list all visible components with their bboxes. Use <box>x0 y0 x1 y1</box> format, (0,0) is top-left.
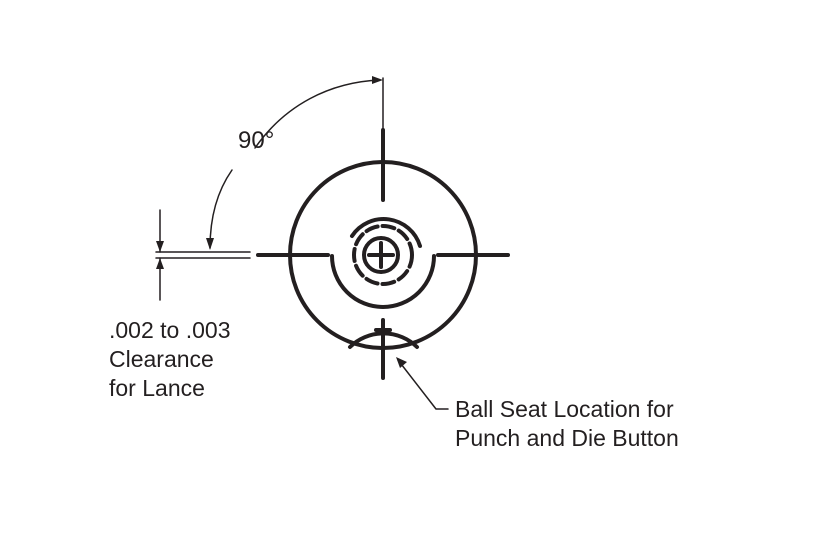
ball-seat-arc <box>348 331 419 349</box>
angle-dimension-arc-lower <box>209 169 233 249</box>
ball-seat-leader <box>397 359 449 410</box>
clearance-label-line-3: for Lance <box>109 375 205 401</box>
hub-circle <box>362 236 400 274</box>
angle-arrowhead-top <box>372 76 383 84</box>
angle-label: 90° <box>238 127 274 154</box>
clearance-label-line-1: .002 to .003 <box>109 317 231 343</box>
ball-seat-leader-arrowhead <box>396 357 407 368</box>
angle-dimension-arc <box>254 79 381 149</box>
ball-seat-label-line-2: Punch and Die Button <box>455 425 679 451</box>
clearance-arrowhead-top <box>156 241 164 252</box>
angle-arrowhead-bottom <box>206 238 214 250</box>
ball-seat-label-line-1: Ball Seat Location for <box>455 396 674 422</box>
hub-dashed-circle <box>352 224 414 286</box>
lance-cutout <box>330 254 436 309</box>
clearance-arrowhead-bottom <box>156 258 164 269</box>
lance-upper-arc <box>350 217 422 248</box>
clearance-label-line-2: Clearance <box>109 346 214 372</box>
